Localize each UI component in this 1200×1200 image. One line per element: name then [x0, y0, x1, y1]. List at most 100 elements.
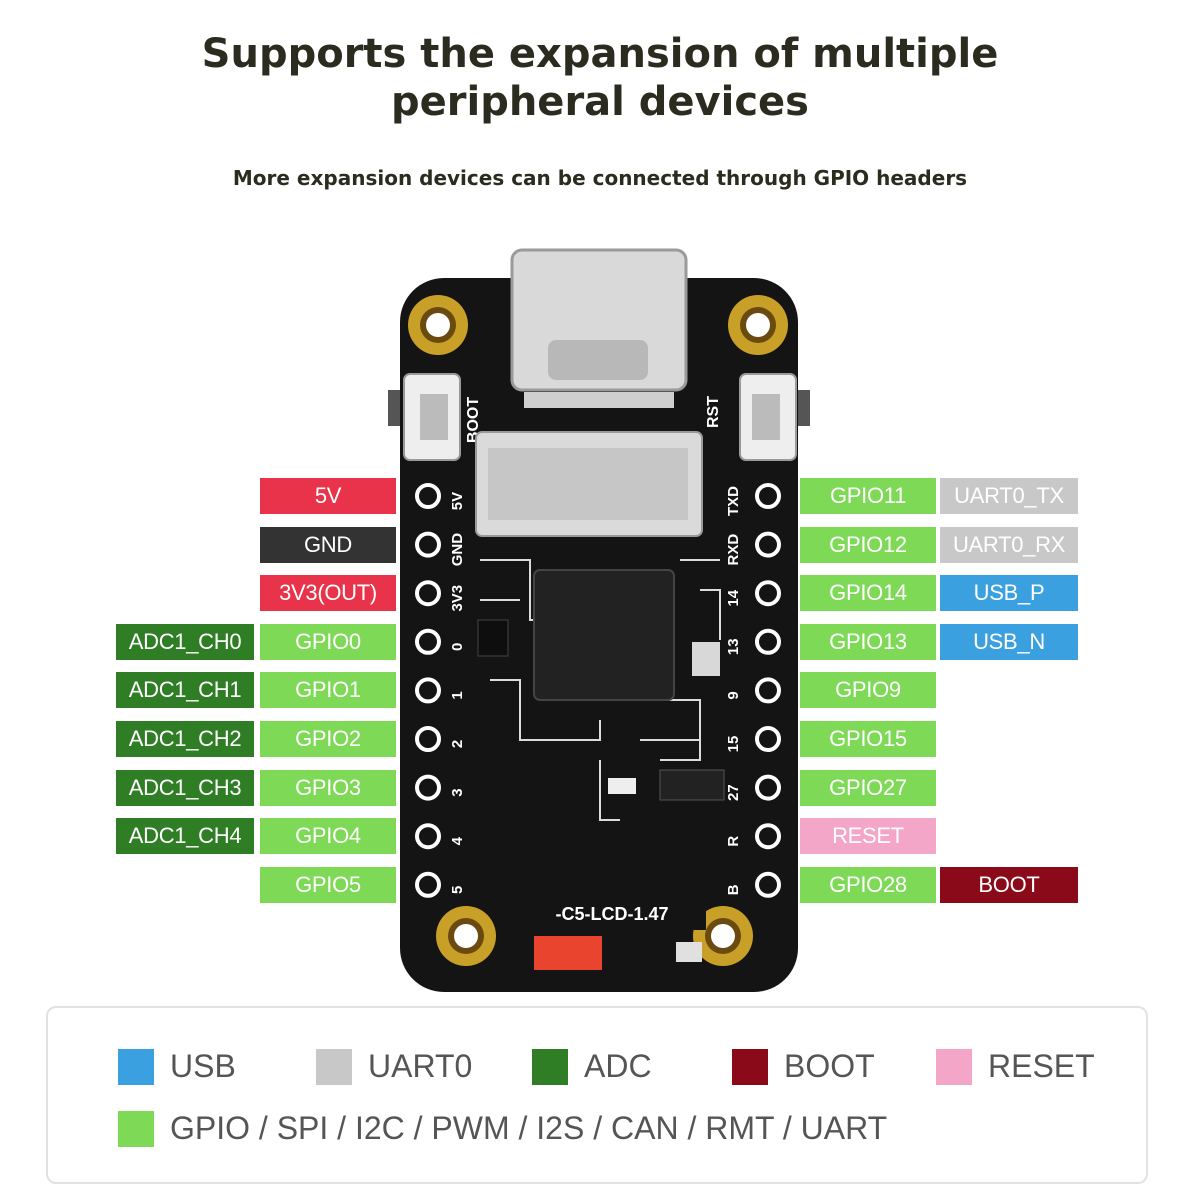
- legend-swatch: [118, 1110, 154, 1147]
- legend-label: UART0: [368, 1048, 473, 1084]
- legend-swatch: [532, 1048, 568, 1085]
- right-pin-hole: [755, 871, 781, 898]
- left-pin-2-label: GND: [260, 527, 396, 563]
- right-pin-mark: 9: [725, 691, 742, 699]
- usb-c-pins: [524, 392, 674, 408]
- right-pin-1-func-label: UART0_TX: [940, 478, 1078, 514]
- left-pin-5-adc-label: ADC1_CH1: [116, 672, 254, 708]
- left-pin-4-adc-label: ADC1_CH0: [116, 624, 254, 660]
- left-pin-mark: GND: [449, 533, 466, 567]
- right-pin-4-func-label: USB_N: [940, 624, 1078, 660]
- left-pin-1-label: 5V: [260, 478, 396, 514]
- left-pin-8-adc-label: ADC1_CH4: [116, 818, 254, 854]
- left-pin-mark: 1: [449, 691, 466, 699]
- reset-button-cap: [796, 390, 810, 426]
- left-pin-hole: [415, 677, 441, 704]
- red-connector: [534, 936, 602, 970]
- legend-label: USB: [170, 1048, 236, 1084]
- right-pin-hole: [755, 677, 781, 704]
- legend-item-uart0: UART0: [316, 1048, 472, 1085]
- legend-item-usb: USB: [118, 1048, 236, 1085]
- legend: USB UART0 ADC BOOT RESET GPIO / SPI / I2C / P…: [46, 1006, 1148, 1184]
- legend-swatch: [316, 1048, 352, 1085]
- reset-button-label: RST: [705, 396, 722, 428]
- right-pin-mark: 15: [725, 736, 742, 753]
- left-pin-hole: [415, 871, 441, 898]
- page-title: Supports the expansion of multiple perip…: [0, 30, 1200, 126]
- left-pin-hole: [415, 628, 441, 655]
- legend-label: GPIO / SPI / I2C / PWM / I2S / CAN / RMT…: [170, 1110, 888, 1146]
- right-pin-mark: B: [725, 884, 742, 895]
- led: [608, 778, 636, 794]
- crystal: [692, 642, 720, 676]
- title-line-2: peripheral devices: [391, 79, 809, 125]
- right-pin-mark: TXD: [725, 486, 742, 516]
- right-pin-mark: RXD: [725, 534, 742, 566]
- right-pin-mark: 14: [725, 589, 742, 606]
- legend-item-boot: BOOT: [732, 1048, 875, 1085]
- boot-button-label: BOOT: [465, 397, 482, 443]
- right-pin-hole: [755, 726, 781, 752]
- right-pin-1-label: GPIO11: [800, 478, 936, 514]
- right-pin-mark: R: [725, 836, 742, 847]
- mounting-holes: [408, 295, 788, 966]
- left-pin-mark: 4: [449, 836, 466, 845]
- legend-item-gpio: GPIO / SPI / I2C / PWM / I2S / CAN / RMT…: [118, 1110, 887, 1147]
- legend-label: BOOT: [784, 1048, 875, 1084]
- left-pin-mark: 5V: [449, 492, 466, 510]
- left-pin-hole: [415, 774, 441, 801]
- left-pin-3-label: 3V3(OUT): [260, 575, 396, 611]
- usb-c-port-icon: [548, 340, 648, 380]
- right-pin-hole: [755, 774, 781, 801]
- right-pin-4-label: GPIO13: [800, 624, 936, 660]
- left-pin-hole: [415, 823, 441, 850]
- legend-label: RESET: [988, 1048, 1095, 1084]
- right-pin-hole: [755, 483, 781, 509]
- right-pin-3-func-label: USB_P: [940, 575, 1078, 611]
- right-pin-5-label: GPIO9: [800, 672, 936, 708]
- right-pin-hole: [755, 580, 781, 607]
- right-pin-7-label: GPIO27: [800, 770, 936, 806]
- left-pin-9-label: GPIO5: [260, 867, 396, 903]
- pcb-traces: [480, 559, 721, 821]
- left-pin-8-label: GPIO4: [260, 818, 396, 854]
- left-pin-mark: 5: [449, 886, 466, 894]
- left-pin-mark: 0: [449, 643, 466, 651]
- right-pin-6-label: GPIO15: [800, 721, 936, 757]
- right-pin-mark: 13: [725, 638, 742, 655]
- left-pin-hole: [415, 531, 441, 558]
- left-pin-hole: [415, 580, 441, 607]
- right-pin-8-label: RESET: [800, 818, 936, 854]
- right-pin-9-label: GPIO28: [800, 867, 936, 903]
- left-pin-hole: [415, 726, 441, 752]
- legend-swatch: [118, 1048, 154, 1085]
- left-pin-hole: [415, 483, 441, 509]
- pin-headers: [415, 483, 781, 898]
- right-pin-9-func-label: BOOT: [940, 867, 1078, 903]
- legend-item-reset: RESET: [936, 1048, 1095, 1085]
- right-pin-hole: [755, 823, 781, 850]
- right-pin-hole: [755, 628, 781, 655]
- left-pin-mark: 3: [449, 788, 466, 796]
- small-component: [676, 942, 702, 962]
- legend-label: ADC: [584, 1048, 652, 1084]
- right-pin-3-label: GPIO14: [800, 575, 936, 611]
- board-illustration: BOOT RST -C5-LCD-1.47 5VGND3V3012345TXDR…: [388, 248, 810, 992]
- left-pin-mark: 2: [449, 740, 466, 748]
- transistor: [659, 769, 725, 801]
- legend-swatch: [732, 1048, 768, 1085]
- right-pin-mark: 27: [725, 784, 742, 801]
- left-pin-7-adc-label: ADC1_CH3: [116, 770, 254, 806]
- right-pin-hole: [755, 531, 781, 558]
- boot-button-cap: [388, 390, 402, 426]
- left-pin-7-label: GPIO3: [260, 770, 396, 806]
- legend-swatch: [936, 1048, 972, 1085]
- right-pin-2-label: GPIO12: [800, 527, 936, 563]
- main-chip: [533, 569, 675, 701]
- left-pin-6-label: GPIO2: [260, 721, 396, 757]
- left-pin-6-adc-label: ADC1_CH2: [116, 721, 254, 757]
- right-pin-2-func-label: UART0_RX: [940, 527, 1078, 563]
- page-subtitle: More expansion devices can be connected …: [232, 166, 968, 190]
- left-pin-5-label: GPIO1: [260, 672, 396, 708]
- left-pin-mark: 3V3: [449, 585, 466, 612]
